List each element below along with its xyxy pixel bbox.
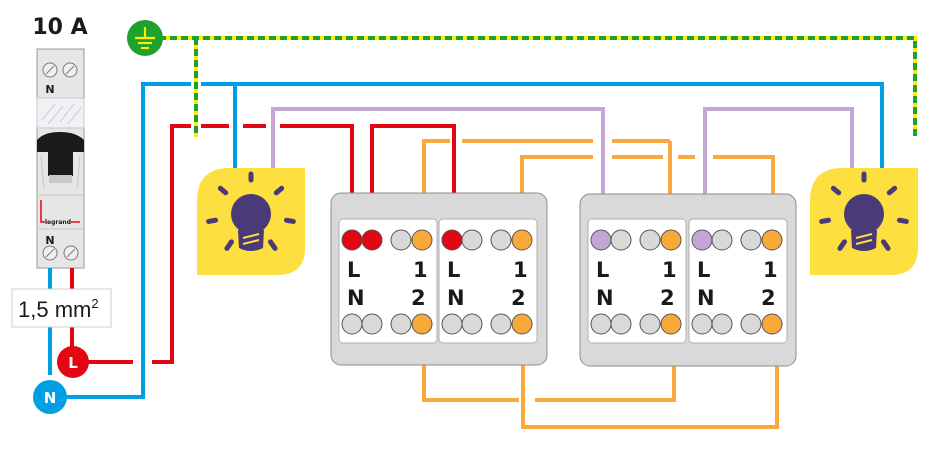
terminal-label-1: 1 xyxy=(513,258,528,282)
switch-module[interactable]: L 1N 2 xyxy=(587,218,687,344)
terminal-top xyxy=(660,229,682,251)
circuit-breaker: 10 A N legrand N xyxy=(32,15,88,269)
light-ray xyxy=(206,217,219,224)
terminal-label-n: N xyxy=(697,286,715,310)
bulb-glass xyxy=(231,194,271,234)
terminal-bottom xyxy=(711,313,733,335)
terminal-label-1: 1 xyxy=(763,258,778,282)
bulb-glass xyxy=(844,194,884,234)
terminal-bottom xyxy=(461,313,483,335)
light-ray xyxy=(886,185,898,196)
svg-text:1,5 mm2: 1,5 mm2 xyxy=(18,296,99,322)
terminal-label-l: L xyxy=(447,258,460,282)
cable-section-label: 1,5 mm2 xyxy=(11,288,112,328)
terminal-top xyxy=(490,229,512,251)
terminal-bottom xyxy=(511,313,533,335)
terminal-bottom xyxy=(341,313,363,335)
terminal-bottom xyxy=(691,313,713,335)
bulb-base xyxy=(851,230,877,251)
terminal-top xyxy=(610,229,632,251)
terminal-label-1: 1 xyxy=(413,258,428,282)
svg-text:N: N xyxy=(44,389,57,407)
terminal-top xyxy=(341,229,363,251)
switch-module[interactable]: L 1N 2 xyxy=(438,218,538,344)
terminal-bottom xyxy=(441,313,463,335)
terminal-bottom xyxy=(390,313,412,335)
light-ray xyxy=(896,217,909,224)
switched-lamp-wire xyxy=(271,107,854,238)
module-face xyxy=(338,218,438,344)
terminal-bottom xyxy=(740,313,762,335)
terminal-top xyxy=(590,229,612,251)
light-bulb-icon xyxy=(206,171,296,251)
terminal-top xyxy=(691,229,713,251)
section-value: 1,5 mm xyxy=(18,297,91,322)
terminal-bottom xyxy=(411,313,433,335)
terminal-bottom xyxy=(610,313,632,335)
terminal-label-2: 2 xyxy=(761,286,776,310)
terminal-label-n: N xyxy=(596,286,614,310)
earth-badge xyxy=(127,20,163,56)
terminal-top xyxy=(511,229,533,251)
terminal-bottom xyxy=(660,313,682,335)
svg-text:L: L xyxy=(68,354,78,372)
breaker-top-label: N xyxy=(45,83,54,96)
breaker-toggle[interactable] xyxy=(37,132,84,152)
terminal-top xyxy=(441,229,463,251)
terminal-top xyxy=(740,229,762,251)
lamp-left xyxy=(197,168,305,275)
terminal-bottom xyxy=(361,313,383,335)
brand-label: legrand xyxy=(45,219,71,226)
light-ray xyxy=(830,185,842,196)
earth-wire xyxy=(159,36,917,137)
light-ray xyxy=(217,185,229,196)
lamp-right xyxy=(810,168,918,275)
light-ray xyxy=(283,217,296,224)
light-ray xyxy=(881,239,891,251)
terminal-label-2: 2 xyxy=(411,286,426,310)
section-exponent: 2 xyxy=(91,296,98,311)
switch-module[interactable]: L 1N 2 xyxy=(688,218,788,344)
module-face xyxy=(587,218,687,344)
breaker-rating: 10 A xyxy=(32,15,87,40)
terminal-label-l: L xyxy=(347,258,360,282)
light-bulb-icon xyxy=(819,171,909,251)
breaker-bottom-label: N xyxy=(45,234,54,247)
terminal-bottom xyxy=(490,313,512,335)
bulb-base xyxy=(238,230,264,251)
terminal-top xyxy=(390,229,412,251)
terminal-label-1: 1 xyxy=(662,258,677,282)
neutral-badge: N xyxy=(33,380,67,414)
module-face xyxy=(438,218,538,344)
module-face xyxy=(688,218,788,344)
light-ray xyxy=(819,217,832,224)
neutral-wire xyxy=(48,82,884,399)
live-badge: L xyxy=(57,346,89,378)
earth-ground-icon xyxy=(135,27,155,50)
light-ray xyxy=(837,239,847,251)
terminal-label-2: 2 xyxy=(511,286,526,310)
light-ray xyxy=(268,239,278,251)
light-ray xyxy=(224,239,234,251)
terminal-label-l: L xyxy=(596,258,609,282)
terminal-label-2: 2 xyxy=(660,286,675,310)
terminal-label-n: N xyxy=(447,286,465,310)
terminal-label-n: N xyxy=(347,286,365,310)
terminal-top xyxy=(461,229,483,251)
live-wire xyxy=(70,124,456,364)
switch-module[interactable]: L 1N 2 xyxy=(338,218,438,344)
terminal-top xyxy=(361,229,383,251)
terminal-top xyxy=(639,229,661,251)
terminal-top xyxy=(711,229,733,251)
terminal-label-l: L xyxy=(697,258,710,282)
breaker-window xyxy=(36,97,85,129)
terminal-bottom xyxy=(639,313,661,335)
light-ray xyxy=(273,185,285,196)
terminal-top xyxy=(411,229,433,251)
terminal-top xyxy=(761,229,783,251)
terminal-bottom xyxy=(761,313,783,335)
terminal-bottom xyxy=(590,313,612,335)
